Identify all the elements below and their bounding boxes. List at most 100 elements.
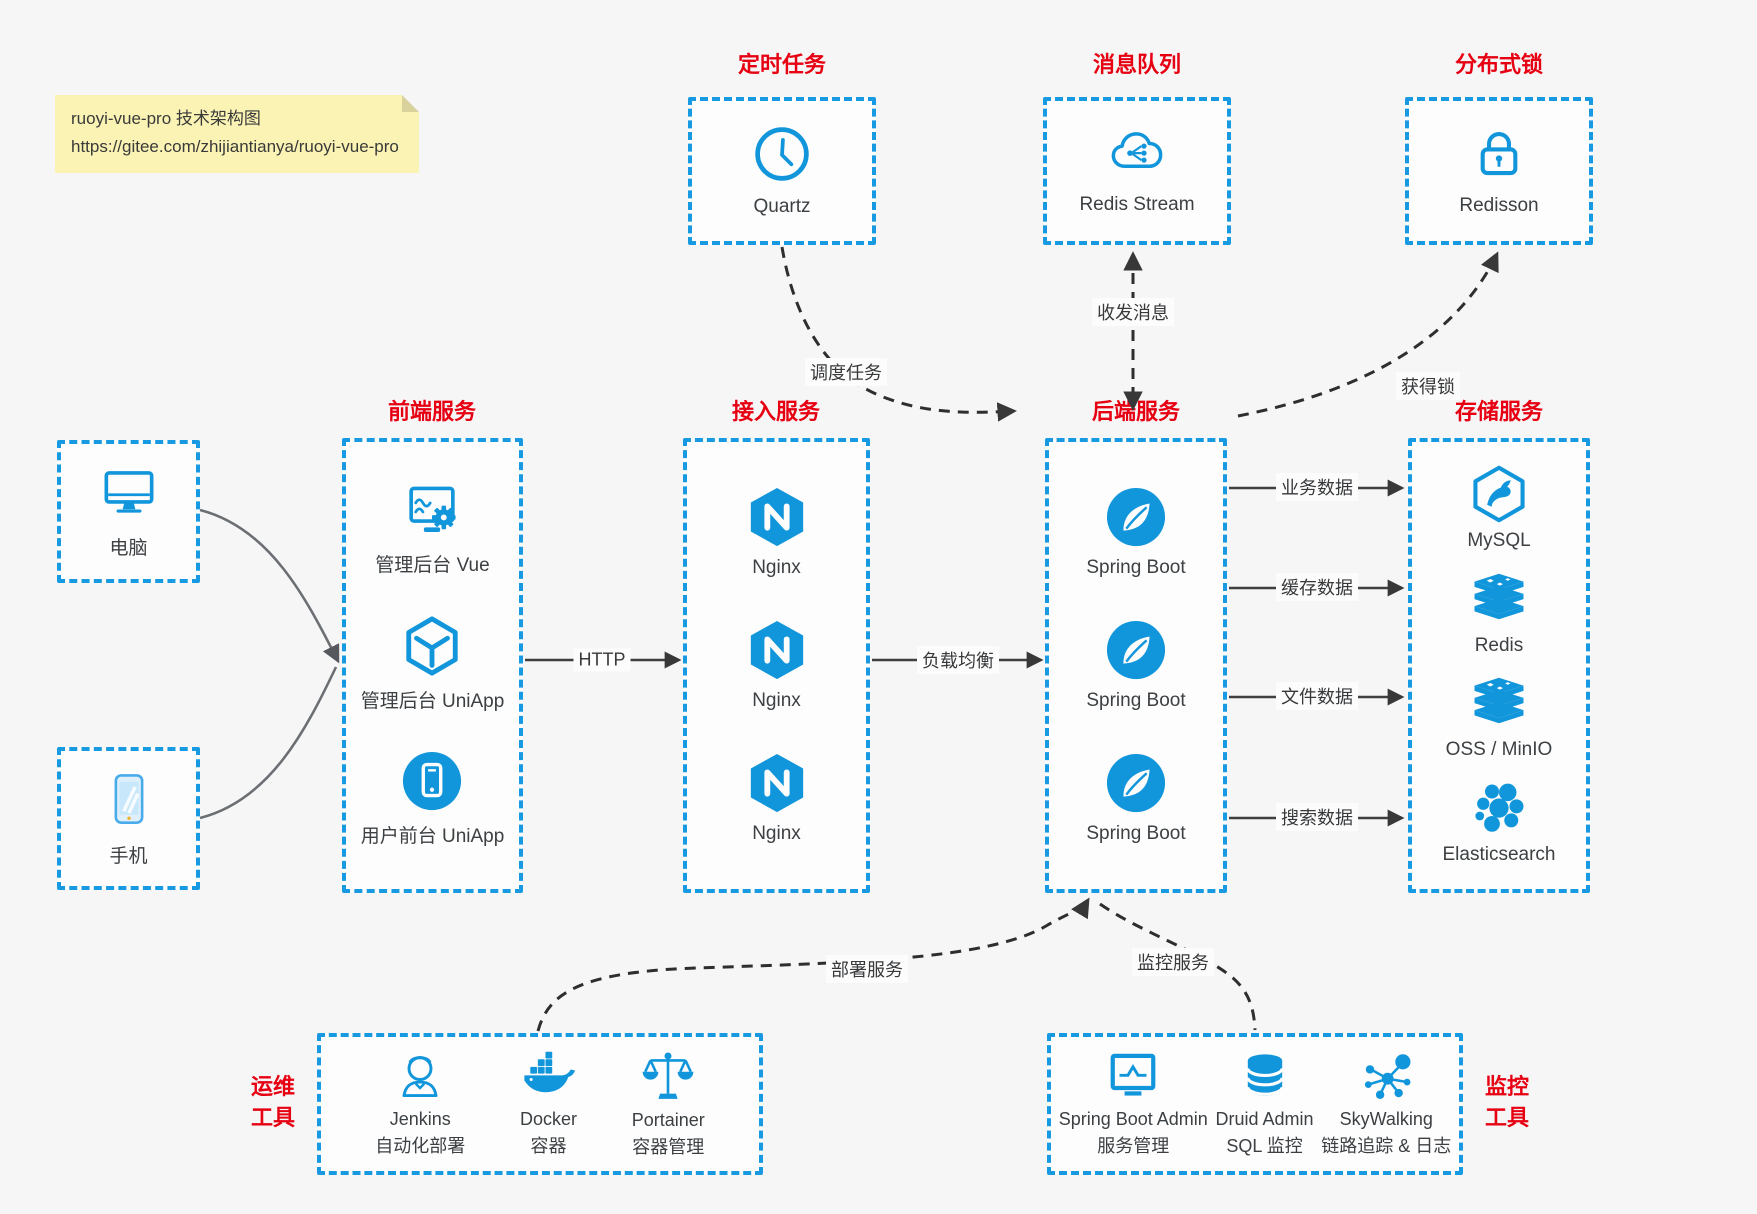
network-graph-icon [1359, 1050, 1413, 1104]
title-scheduled-task: 定时任务 [737, 52, 827, 77]
edge-label-load-balance: 负载均衡 [917, 646, 999, 674]
storage-item-redis: Redis [1470, 572, 1528, 657]
backend-item-spring-boot-3: Spring Boot [1086, 752, 1186, 845]
nginx-label: Nginx [752, 557, 801, 578]
backend-services-box: Spring Boot Spring Boot Spring Boot [1045, 438, 1227, 893]
spring-boot-label: Spring Boot [1086, 823, 1186, 844]
client-pc-curve [199, 508, 340, 664]
druid-desc: SQL 监控 [1226, 1136, 1303, 1156]
title-distributed-lock: 分布式锁 [1454, 52, 1544, 77]
clock-icon [752, 124, 812, 184]
monitoring-tools-title: 监控 工具 [1484, 1074, 1529, 1130]
scales-icon [640, 1049, 696, 1105]
lock-icon [1470, 125, 1528, 183]
nginx-label: Nginx [752, 690, 801, 711]
note-title: ruoyi-vue-pro 技术架构图 [71, 109, 261, 128]
phone-client-label: 手机 [109, 846, 148, 867]
jenkins-icon [393, 1050, 447, 1104]
docker-desc: 容器 [530, 1136, 567, 1156]
title-backend-services: 后端服务 [1091, 399, 1181, 424]
edge-label-cache-data: 缓存数据 [1276, 573, 1358, 601]
mysql-icon [1470, 465, 1528, 523]
spring-boot-icon [1105, 619, 1167, 681]
monitor-pulse-icon [1106, 1050, 1160, 1104]
user-uniapp-label: 用户前台 UniApp [360, 825, 505, 847]
frontend-item-user-uniapp: 用户前台 UniApp [360, 750, 505, 848]
edge-label-http: HTTP [573, 648, 631, 672]
desktop-icon [98, 463, 160, 521]
redis-stream-label: Redis Stream [1079, 194, 1195, 215]
edge-label-file-data: 文件数据 [1276, 682, 1358, 710]
storage-item-elasticsearch: Elasticsearch [1443, 781, 1556, 866]
nginx-icon [746, 486, 808, 548]
edge-label-send-receive-message: 收发消息 [1092, 298, 1174, 326]
user-app-icon [401, 750, 463, 812]
ops-tools-title: 运维 工具 [250, 1074, 295, 1130]
mysql-label: MySQL [1467, 530, 1531, 552]
sba-desc: 服务管理 [1097, 1136, 1170, 1156]
frontend-services-box: 管理后台 Vue 管理后台 UniApp 用户前台 UniApp [342, 438, 523, 893]
note-url: https://gitee.com/zhijiantianya/ruoyi-vu… [71, 137, 399, 157]
docker-name: Docker [519, 1108, 577, 1129]
elasticsearch-icon [1471, 781, 1527, 837]
pc-client-label: 电脑 [109, 538, 148, 559]
deploy-service-curve [536, 897, 1090, 1032]
storage-item-oss-minio: OSS / MinIO [1445, 676, 1553, 761]
quartz-box: Quartz [688, 97, 876, 245]
title-storage-services: 存储服务 [1454, 399, 1544, 424]
monitoring-tools-box: Spring Boot Admin 服务管理 Druid Admin SQL 监… [1047, 1033, 1463, 1175]
nginx-label: Nginx [752, 823, 801, 844]
ops-item-jenkins: Jenkins 自动化部署 [375, 1050, 465, 1159]
database-icon [1240, 1050, 1290, 1104]
jenkins-name: Jenkins [389, 1108, 451, 1129]
admin-vue-icon [400, 483, 464, 541]
cloud-share-icon [1106, 126, 1168, 182]
storage-item-mysql: MySQL [1467, 465, 1531, 552]
redis-label: Redis [1474, 634, 1524, 656]
portainer-name: Portainer [631, 1109, 705, 1130]
ops-tools-box: Jenkins 自动化部署 Docker [317, 1033, 763, 1175]
pc-client-box: 电脑 [57, 440, 200, 583]
frontend-item-admin-uniapp: 管理后台 UniApp [360, 615, 505, 713]
access-item-nginx-2: Nginx [746, 619, 808, 712]
title-access-services: 接入服务 [731, 399, 821, 424]
access-item-nginx-1: Nginx [746, 486, 808, 579]
sba-name: Spring Boot Admin [1058, 1108, 1208, 1129]
phone-icon [101, 769, 157, 829]
skywalking-name: SkyWalking [1339, 1108, 1433, 1129]
redis-stack-icon [1470, 572, 1528, 628]
skywalking-desc: 链路追踪 & 日志 [1321, 1136, 1452, 1156]
nginx-icon [746, 752, 808, 814]
elasticsearch-label: Elasticsearch [1442, 843, 1556, 865]
backend-item-spring-boot-1: Spring Boot [1086, 486, 1186, 579]
druid-name: Druid Admin [1215, 1108, 1314, 1129]
edge-label-search-data: 搜索数据 [1276, 803, 1358, 831]
schedule-task-curve [780, 246, 1017, 422]
ops-item-portainer: Portainer 容器管理 [632, 1049, 705, 1160]
spring-boot-label: Spring Boot [1086, 690, 1186, 711]
admin-uniapp-label: 管理后台 UniApp [360, 690, 505, 712]
oss-stack-icon [1470, 676, 1528, 732]
spring-boot-icon [1105, 752, 1167, 814]
access-services-box: Nginx Nginx Nginx [683, 438, 870, 893]
monitoring-item-sba: Spring Boot Admin 服务管理 [1059, 1050, 1208, 1159]
storage-services-box: MySQL Redis [1408, 438, 1590, 893]
phone-client-box: 手机 [57, 747, 200, 890]
spring-boot-label: Spring Boot [1086, 557, 1186, 578]
uniapp-cube-icon [401, 615, 463, 677]
redis-stream-box: Redis Stream [1043, 97, 1231, 245]
edge-label-business-data: 业务数据 [1276, 473, 1358, 501]
oss-minio-label: OSS / MinIO [1445, 739, 1553, 761]
jenkins-desc: 自动化部署 [375, 1136, 466, 1156]
sticky-note: ruoyi-vue-pro 技术架构图 https://gitee.com/zh… [55, 95, 419, 174]
edge-label-acquire-lock: 获得锁 [1396, 372, 1460, 400]
edge-label-schedule-task: 调度任务 [805, 358, 887, 386]
monitoring-item-druid: Druid Admin SQL 监控 [1216, 1050, 1314, 1159]
redisson-label: Redisson [1459, 195, 1539, 216]
title-message-queue: 消息队列 [1092, 52, 1182, 77]
monitoring-item-skywalking: SkyWalking 链路追踪 & 日志 [1321, 1050, 1451, 1159]
edge-label-monitor-service: 监控服务 [1132, 948, 1214, 976]
backend-item-spring-boot-2: Spring Boot [1086, 619, 1186, 712]
portainer-desc: 容器管理 [632, 1137, 705, 1157]
spring-boot-icon [1105, 486, 1167, 548]
